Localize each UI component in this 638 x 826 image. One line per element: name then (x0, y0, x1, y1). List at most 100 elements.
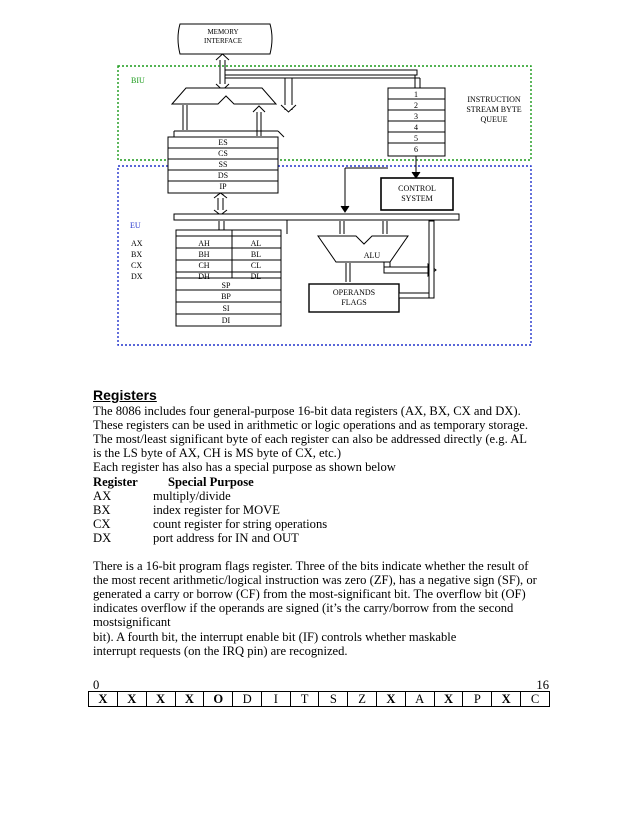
memory-interface-label-1: MEMORY (207, 28, 238, 36)
address-adder (170, 87, 278, 105)
intro-line: These registers can be used in arithmeti… (93, 418, 529, 433)
queue-3: 3 (414, 112, 418, 121)
reg-dh: DH (198, 272, 210, 281)
operands-label: OPERANDS (333, 288, 375, 297)
purpose-cell: multiply/divide (153, 488, 231, 503)
intro-line: is the LS byte of AX, CH is MS byte of C… (93, 446, 342, 461)
biu-bus (224, 69, 421, 113)
eu-label: EU (130, 221, 141, 230)
alu-shape (317, 235, 409, 263)
flag-bit: X (433, 691, 464, 707)
segment-cs: CS (218, 149, 228, 158)
memory-interface-label-2: INTERFACE (204, 37, 242, 45)
intro-line: The 8086 includes four general-purpose 1… (93, 404, 521, 419)
intro-line: Each register has also has a special pur… (93, 460, 396, 475)
flags-line: bit). A fourth bit, the interrupt enable… (93, 629, 457, 644)
flag-bit: A (404, 691, 435, 707)
purpose-column-header: Special Purpose (168, 474, 254, 489)
flags-label: FLAGS (341, 298, 366, 307)
flag-bit: D (232, 691, 263, 707)
memory-interface-box (177, 23, 273, 55)
alu-label: ALU (364, 251, 381, 260)
register-table-row: AX multiply/divide (93, 489, 553, 503)
flags-bus-arrow (398, 220, 435, 299)
queue-1: 1 (414, 90, 418, 99)
reg-bp: BP (221, 292, 231, 301)
registers-section: Registers The 8086 includes four general… (93, 388, 553, 658)
reg-cl: CL (251, 261, 261, 270)
flag-bit: X (174, 691, 205, 707)
bit-start-label: 0 (93, 678, 100, 692)
flag-bit: X (145, 691, 176, 707)
segment-ds: DS (218, 171, 228, 180)
reg-sp: SP (222, 281, 231, 290)
flag-bit: T (289, 691, 320, 707)
reg-name-ax: AX (131, 239, 143, 248)
flag-bit: I (261, 691, 291, 707)
flag-bit: X (116, 691, 147, 707)
reg-dl: DL (251, 272, 262, 281)
flag-bit: Z (347, 691, 377, 707)
register-table-row: DX port address for IN and OUT (93, 531, 553, 545)
instruction-queue (387, 87, 446, 157)
alu-inputs (339, 221, 388, 234)
flags-register-table: X X X X O D I T S Z X A X P X C (88, 691, 550, 707)
queue-label-1: INSTRUCTION (467, 95, 521, 104)
queue-5: 5 (414, 134, 418, 143)
flag-bit: S (318, 691, 349, 707)
reg-ch: CH (198, 261, 209, 270)
flags-register-row: X X X X O D I T S Z X A X P X C (88, 691, 550, 707)
flag-bit: O (203, 691, 234, 707)
register-table-row: CX count register for string operations (93, 517, 553, 531)
flag-bit: X (491, 691, 522, 707)
segment-bus-arrow (213, 192, 228, 216)
reg-si: SI (222, 304, 229, 313)
purpose-cell: count register for string operations (153, 516, 328, 531)
register-cell: CX (93, 516, 111, 531)
control-system-label-1: CONTROL (398, 184, 436, 193)
flag-bit: C (520, 691, 550, 707)
section-heading: Registers (93, 387, 157, 403)
general-registers (175, 229, 282, 327)
flags-line: indicates overflow if the operands are s… (93, 601, 514, 616)
flags-line: mostsignificant (93, 615, 171, 630)
segment-registers (167, 130, 285, 194)
segment-ss: SS (219, 160, 228, 169)
register-cell: DX (93, 530, 112, 545)
register-cell: BX (93, 502, 111, 517)
flags-line: There is a 16-bit program flags register… (93, 559, 529, 574)
reg-name-cx: CX (131, 261, 142, 270)
reg-bl: BL (251, 250, 261, 259)
queue-2: 2 (414, 101, 418, 110)
flag-bit: P (462, 691, 493, 707)
segment-es: ES (218, 138, 227, 147)
queue-control-arrow (340, 156, 421, 213)
reg-bh: BH (198, 250, 209, 259)
flags-line: generated a carry or borrow (CF) from th… (93, 587, 526, 602)
queue-4: 4 (414, 123, 418, 132)
eu-internal-bus (173, 213, 460, 234)
reg-name-dx: DX (131, 272, 143, 281)
purpose-cell: index register for MOVE (153, 502, 280, 517)
flag-bit: X (88, 691, 118, 707)
control-system-label-2: SYSTEM (401, 194, 433, 203)
queue-label-2: STREAM BYTE (466, 105, 521, 114)
flag-bit: X (375, 691, 406, 707)
register-cell: AX (93, 488, 112, 503)
reg-al: AL (251, 239, 262, 248)
queue-label-3: QUEUE (480, 115, 507, 124)
register-table-header: Register Special Purpose (93, 475, 553, 489)
register-table-row: BX index register for MOVE (93, 503, 553, 517)
bit-end-label: 16 (536, 678, 549, 692)
control-system-box (380, 177, 454, 211)
reg-ah: AH (198, 239, 210, 248)
flags-line: the most recent arithmetic/logical instr… (93, 573, 537, 588)
operands-flags-box (308, 283, 400, 313)
alu-output-arrow (345, 261, 437, 282)
biu-border (117, 65, 532, 161)
biu-label: BIU (131, 76, 145, 85)
register-column-header: Register (93, 474, 138, 489)
queue-6: 6 (414, 145, 418, 154)
intro-line: The most/least significant byte of each … (93, 432, 527, 447)
segment-ip: IP (219, 182, 227, 191)
